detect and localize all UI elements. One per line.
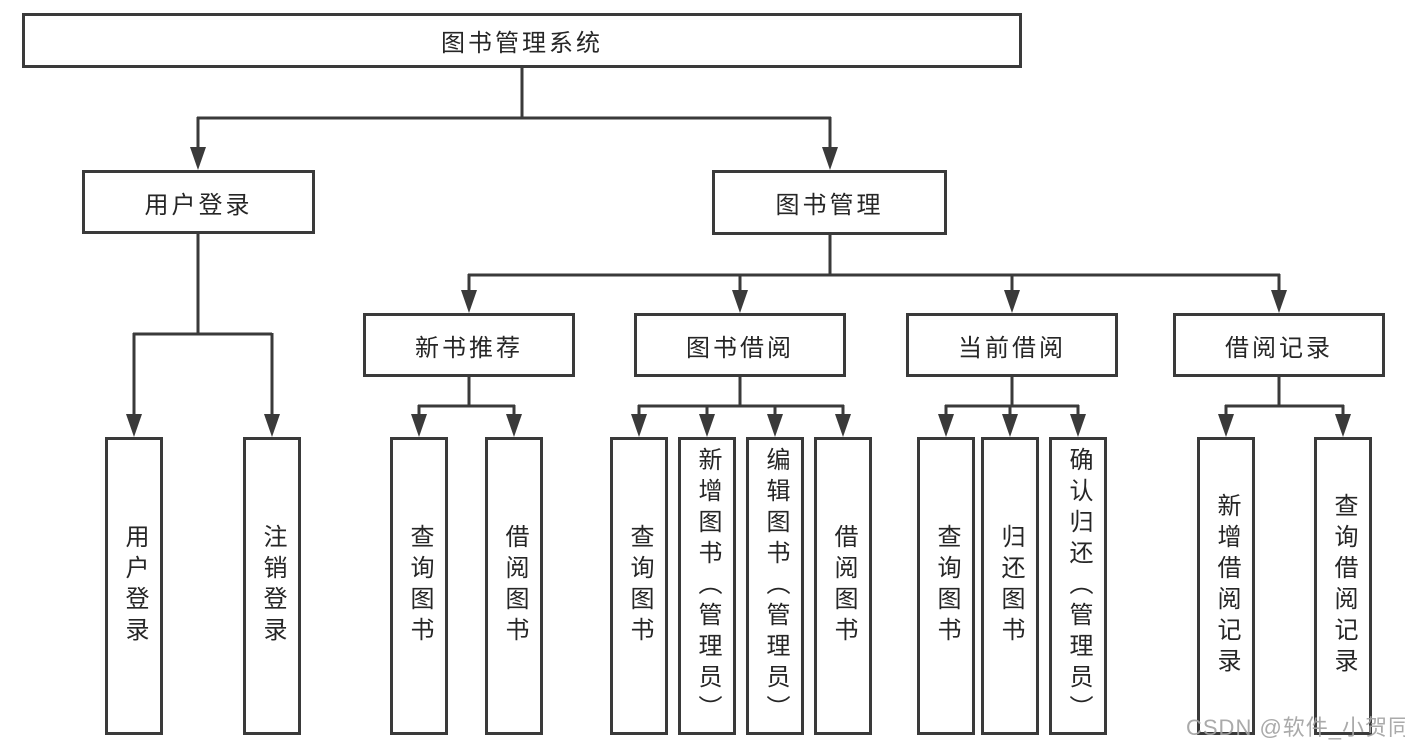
node-leaf-confirm-return-admin: 确认归还（管理员） bbox=[1049, 437, 1107, 735]
node-leaf-edit-book-admin: 编辑图书（管理员） bbox=[746, 437, 804, 735]
node-current-borrowing-label: 当前借阅 bbox=[958, 334, 1066, 362]
node-leaf-label: 确认归还（管理员） bbox=[1065, 446, 1092, 726]
node-leaf-add-borrow-record: 新增借阅记录 bbox=[1197, 437, 1255, 735]
node-leaf-return-book: 归还图书 bbox=[981, 437, 1039, 735]
arrow-head-icon bbox=[190, 147, 206, 170]
node-leaf-query-books-recommend: 查询图书 bbox=[390, 437, 448, 735]
node-leaf-label: 查询图书 bbox=[626, 524, 653, 648]
node-leaf-label: 编辑图书（管理员） bbox=[762, 446, 789, 726]
node-borrowing-records-label: 借阅记录 bbox=[1225, 334, 1333, 362]
arrow-head-icon bbox=[1070, 414, 1086, 437]
node-book-management-label: 图书管理 bbox=[775, 192, 884, 219]
arrow-head-icon bbox=[822, 147, 838, 170]
node-leaf-label: 查询图书 bbox=[933, 524, 960, 648]
node-leaf-user-login: 用户登录 bbox=[105, 437, 163, 735]
node-leaf-label: 用户登录 bbox=[121, 524, 148, 648]
arrow-head-icon bbox=[411, 414, 427, 437]
node-borrowing-records: 借阅记录 bbox=[1173, 313, 1385, 377]
node-current-borrowing: 当前借阅 bbox=[906, 313, 1118, 377]
node-leaf-logout: 注销登录 bbox=[243, 437, 301, 735]
arrow-head-icon bbox=[1335, 414, 1351, 437]
node-leaf-query-books-borrowing: 查询图书 bbox=[610, 437, 668, 735]
node-leaf-label: 借阅图书 bbox=[501, 524, 528, 648]
node-leaf-label: 新增借阅记录 bbox=[1213, 493, 1240, 679]
node-leaf-label: 查询图书 bbox=[406, 524, 433, 648]
node-leaf-label: 注销登录 bbox=[259, 524, 286, 648]
node-leaf-label: 查询借阅记录 bbox=[1330, 493, 1357, 679]
connectors-new-book-recommendation bbox=[411, 377, 522, 437]
arrow-head-icon bbox=[938, 414, 954, 437]
arrow-head-icon bbox=[126, 414, 142, 437]
connectors-root bbox=[190, 68, 838, 170]
connectors-book-borrowing bbox=[631, 377, 851, 437]
node-book-borrowing: 图书借阅 bbox=[634, 313, 846, 377]
arrow-head-icon bbox=[506, 414, 522, 437]
node-leaf-add-book-admin: 新增图书（管理员） bbox=[678, 437, 736, 735]
arrow-head-icon bbox=[1218, 414, 1234, 437]
node-user-login-label: 用户登录 bbox=[144, 191, 253, 219]
node-book-borrowing-label: 图书借阅 bbox=[686, 334, 794, 362]
node-leaf-label: 借阅图书 bbox=[830, 524, 857, 648]
node-new-book-recommendation: 新书推荐 bbox=[363, 313, 575, 377]
arrow-head-icon bbox=[732, 290, 748, 313]
node-book-management: 图书管理 bbox=[712, 170, 947, 235]
arrow-head-icon bbox=[1004, 290, 1020, 313]
node-leaf-query-books-current: 查询图书 bbox=[917, 437, 975, 735]
node-leaf-label: 归还图书 bbox=[997, 524, 1024, 648]
arrow-head-icon bbox=[1002, 414, 1018, 437]
arrow-head-icon bbox=[767, 414, 783, 437]
arrow-head-icon bbox=[1271, 290, 1287, 313]
node-user-login: 用户登录 bbox=[82, 170, 315, 234]
node-new-book-recommendation-label: 新书推荐 bbox=[415, 334, 523, 362]
node-root-label: 图书管理系统 bbox=[441, 30, 603, 57]
node-leaf-label: 新增图书（管理员） bbox=[694, 446, 721, 726]
connectors-user-login bbox=[126, 234, 280, 437]
node-root: 图书管理系统 bbox=[22, 13, 1022, 68]
node-leaf-query-borrow-record: 查询借阅记录 bbox=[1314, 437, 1372, 735]
node-leaf-borrow-books: 借阅图书 bbox=[814, 437, 872, 735]
connectors-borrowing-records bbox=[1218, 377, 1351, 437]
connectors-current-borrowing bbox=[938, 377, 1086, 437]
arrow-head-icon bbox=[264, 414, 280, 437]
connectors-book-management bbox=[461, 235, 1287, 313]
csdn-watermark: CSDN @软件_小贺同学 bbox=[1186, 715, 1405, 740]
arrow-head-icon bbox=[835, 414, 851, 437]
arrow-head-icon bbox=[631, 414, 647, 437]
node-leaf-borrow-books-recommend: 借阅图书 bbox=[485, 437, 543, 735]
arrow-head-icon bbox=[699, 414, 715, 437]
arrow-head-icon bbox=[461, 290, 477, 313]
